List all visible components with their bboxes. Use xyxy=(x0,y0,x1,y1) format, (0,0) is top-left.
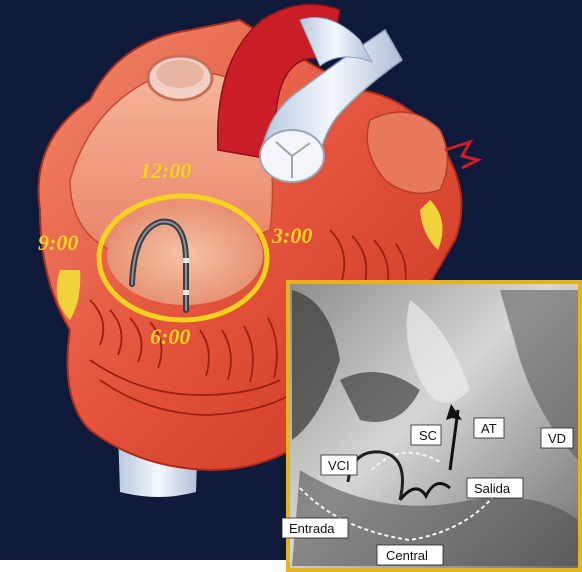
label-entrada: Entrada xyxy=(282,518,348,538)
label-sc: SC xyxy=(411,425,441,445)
label-vci: VCI xyxy=(321,455,357,475)
label-salida: Salida xyxy=(467,478,523,498)
label-central: Central xyxy=(377,545,443,565)
label-vd: VD xyxy=(541,428,573,448)
svg-text:Salida: Salida xyxy=(474,481,511,496)
label-at: AT xyxy=(474,418,504,438)
svg-text:AT: AT xyxy=(481,421,497,436)
svg-text:SC: SC xyxy=(419,428,437,443)
svg-text:Entrada: Entrada xyxy=(289,521,335,536)
clock-label-three: 3:00 xyxy=(271,223,312,248)
svg-text:VCI: VCI xyxy=(328,458,350,473)
clock-label-six: 6:00 xyxy=(150,324,190,349)
svg-text:VD: VD xyxy=(548,431,566,446)
clock-label-nine: 9:00 xyxy=(38,230,78,255)
clock-label-twelve: 12:00 xyxy=(140,158,191,183)
svg-text:Central: Central xyxy=(386,548,428,563)
